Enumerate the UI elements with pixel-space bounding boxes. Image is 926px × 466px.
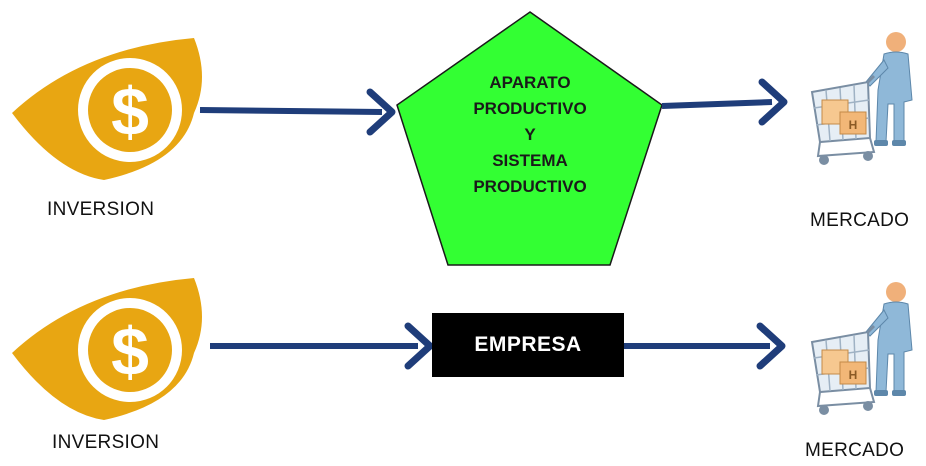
arrow-investment-to-process-bottom — [210, 322, 434, 370]
empresa-label: EMPRESA — [474, 333, 582, 356]
investment-label-bottom: INVERSION — [52, 432, 160, 453]
process-pentagon — [396, 11, 663, 266]
market-cart-icon-bottom — [810, 280, 914, 417]
market-label-top: MERCADO — [810, 210, 910, 231]
arrow-investment-to-process-top — [199, 88, 396, 136]
process-line-4: SISTEMA — [492, 151, 568, 170]
arrow-process-to-market-bottom — [624, 322, 786, 370]
investment-label-top: INVERSION — [47, 199, 155, 220]
investment-money-icon-top — [12, 38, 202, 180]
process-pentagon-label: APARATO PRODUCTIVO Y SISTEMA PRODUCTIVO — [430, 70, 630, 200]
process-line-5: PRODUCTIVO — [473, 177, 587, 196]
process-line-3: Y — [524, 125, 536, 144]
market-cart-icon-top — [810, 30, 914, 167]
process-line-2: PRODUCTIVO — [473, 99, 587, 118]
market-label-bottom: MERCADO — [805, 440, 905, 461]
empresa-box: EMPRESA — [432, 313, 624, 377]
arrow-process-to-market-top — [661, 78, 788, 126]
investment-money-icon-bottom — [12, 278, 202, 420]
process-line-1: APARATO — [489, 73, 571, 92]
